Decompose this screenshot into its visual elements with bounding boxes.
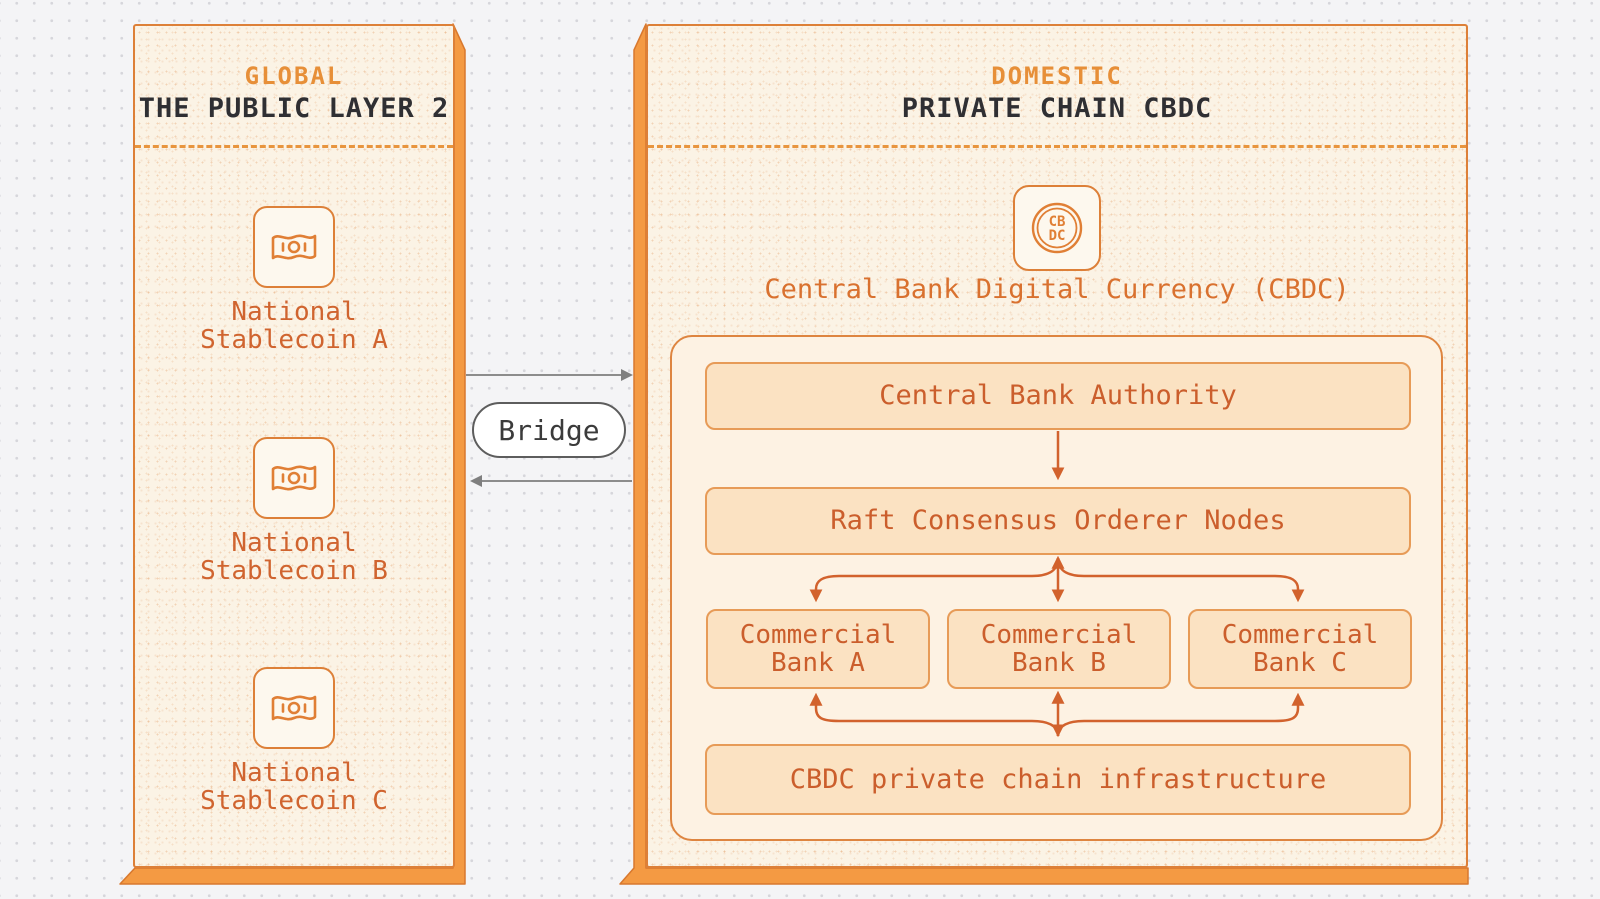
svg-text:DC: DC	[1049, 228, 1066, 244]
banknote-icon	[253, 437, 335, 519]
commercial-bank-a-node: Commercial Bank A	[706, 609, 930, 689]
central-bank-authority-node: Central Bank Authority	[705, 362, 1411, 430]
domestic-panel-header: DOMESTIC PRIVATE CHAIN CBDC	[648, 62, 1466, 124]
stablecoin-a-label: National Stablecoin A	[200, 297, 388, 355]
bridge-node: Bridge	[472, 402, 626, 458]
domestic-panel-divider	[648, 145, 1466, 148]
private-chain-container: Central Bank Authority Raft Consensus Or…	[670, 335, 1443, 841]
stablecoin-c-label: National Stablecoin C	[200, 758, 388, 816]
cbdc-infrastructure-node: CBDC private chain infrastructure	[705, 744, 1411, 815]
banknote-icon	[253, 667, 335, 749]
global-panel-eyebrow: GLOBAL	[244, 62, 344, 90]
stablecoin-b-label: National Stablecoin B	[200, 528, 388, 586]
domestic-panel: DOMESTIC PRIVATE CHAIN CBDC CB DC Centra…	[646, 24, 1468, 868]
cbdc-coin-icon: CB DC	[1013, 185, 1101, 271]
commercial-bank-c-node: Commercial Bank C	[1188, 609, 1412, 689]
global-panel: GLOBAL THE PUBLIC LAYER 2 National Stabl…	[133, 24, 455, 868]
stablecoin-a-item: National Stablecoin A	[135, 206, 453, 354]
domestic-panel-eyebrow: DOMESTIC	[991, 62, 1123, 90]
domestic-panel-title: PRIVATE CHAIN CBDC	[901, 93, 1213, 124]
bridge-label: Bridge	[498, 413, 600, 447]
raft-consensus-orderer-node: Raft Consensus Orderer Nodes	[705, 487, 1411, 555]
global-panel-divider	[135, 145, 453, 148]
stablecoin-b-item: National Stablecoin B	[135, 437, 453, 585]
svg-text:CB: CB	[1049, 214, 1066, 230]
banknote-icon	[253, 206, 335, 288]
stablecoin-c-item: National Stablecoin C	[135, 667, 453, 815]
global-panel-header: GLOBAL THE PUBLIC LAYER 2	[135, 62, 453, 124]
global-panel-title: THE PUBLIC LAYER 2	[138, 93, 450, 124]
commercial-bank-b-node: Commercial Bank B	[947, 609, 1171, 689]
cbdc-label: Central Bank Digital Currency (CBDC)	[764, 274, 1350, 305]
